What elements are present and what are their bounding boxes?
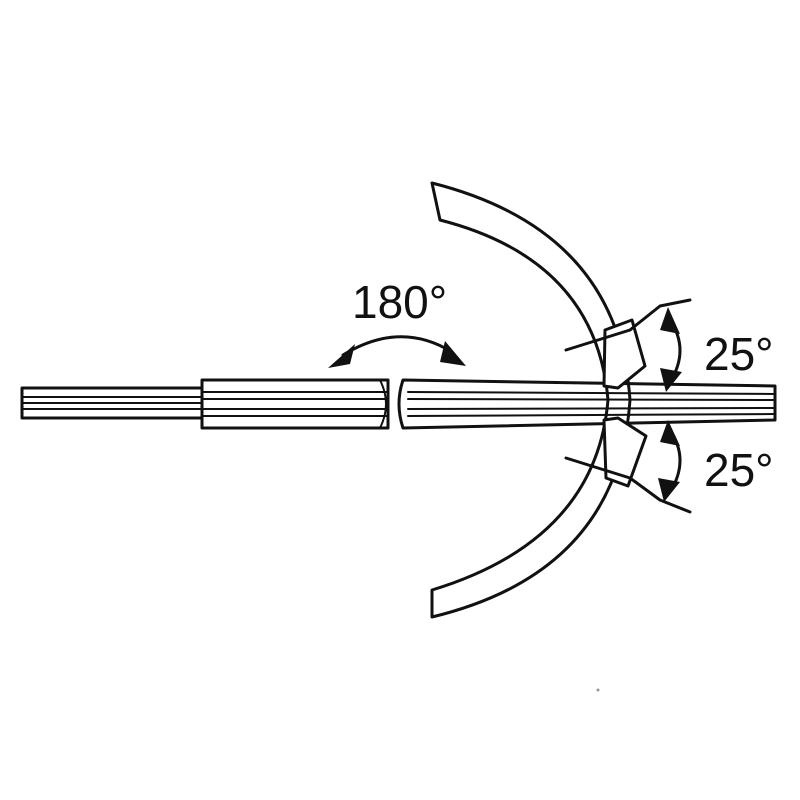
lower-jaw [564,416,692,514]
arrowhead-up-icon [660,307,680,334]
upper-angle-label: 25° [704,328,774,380]
stray-dot [596,688,600,692]
lower-angle-label: 25° [704,444,774,496]
handle-segment [200,378,390,430]
shaft [20,386,206,420]
rotation-label: 180° [352,276,447,328]
rotation-arrow-180 [328,335,466,368]
upper-angle-arrow [660,307,682,392]
curved-guard [430,181,632,619]
lower-angle-arrow [658,420,682,502]
arrowhead-down-icon [658,478,680,502]
arrowhead-right-icon [440,341,466,366]
arrowhead-down-icon [660,368,682,392]
arrowhead-up-icon [660,420,680,446]
arrowhead-left-icon [328,344,355,368]
front-segment [397,378,777,430]
upper-jaw [564,298,692,390]
